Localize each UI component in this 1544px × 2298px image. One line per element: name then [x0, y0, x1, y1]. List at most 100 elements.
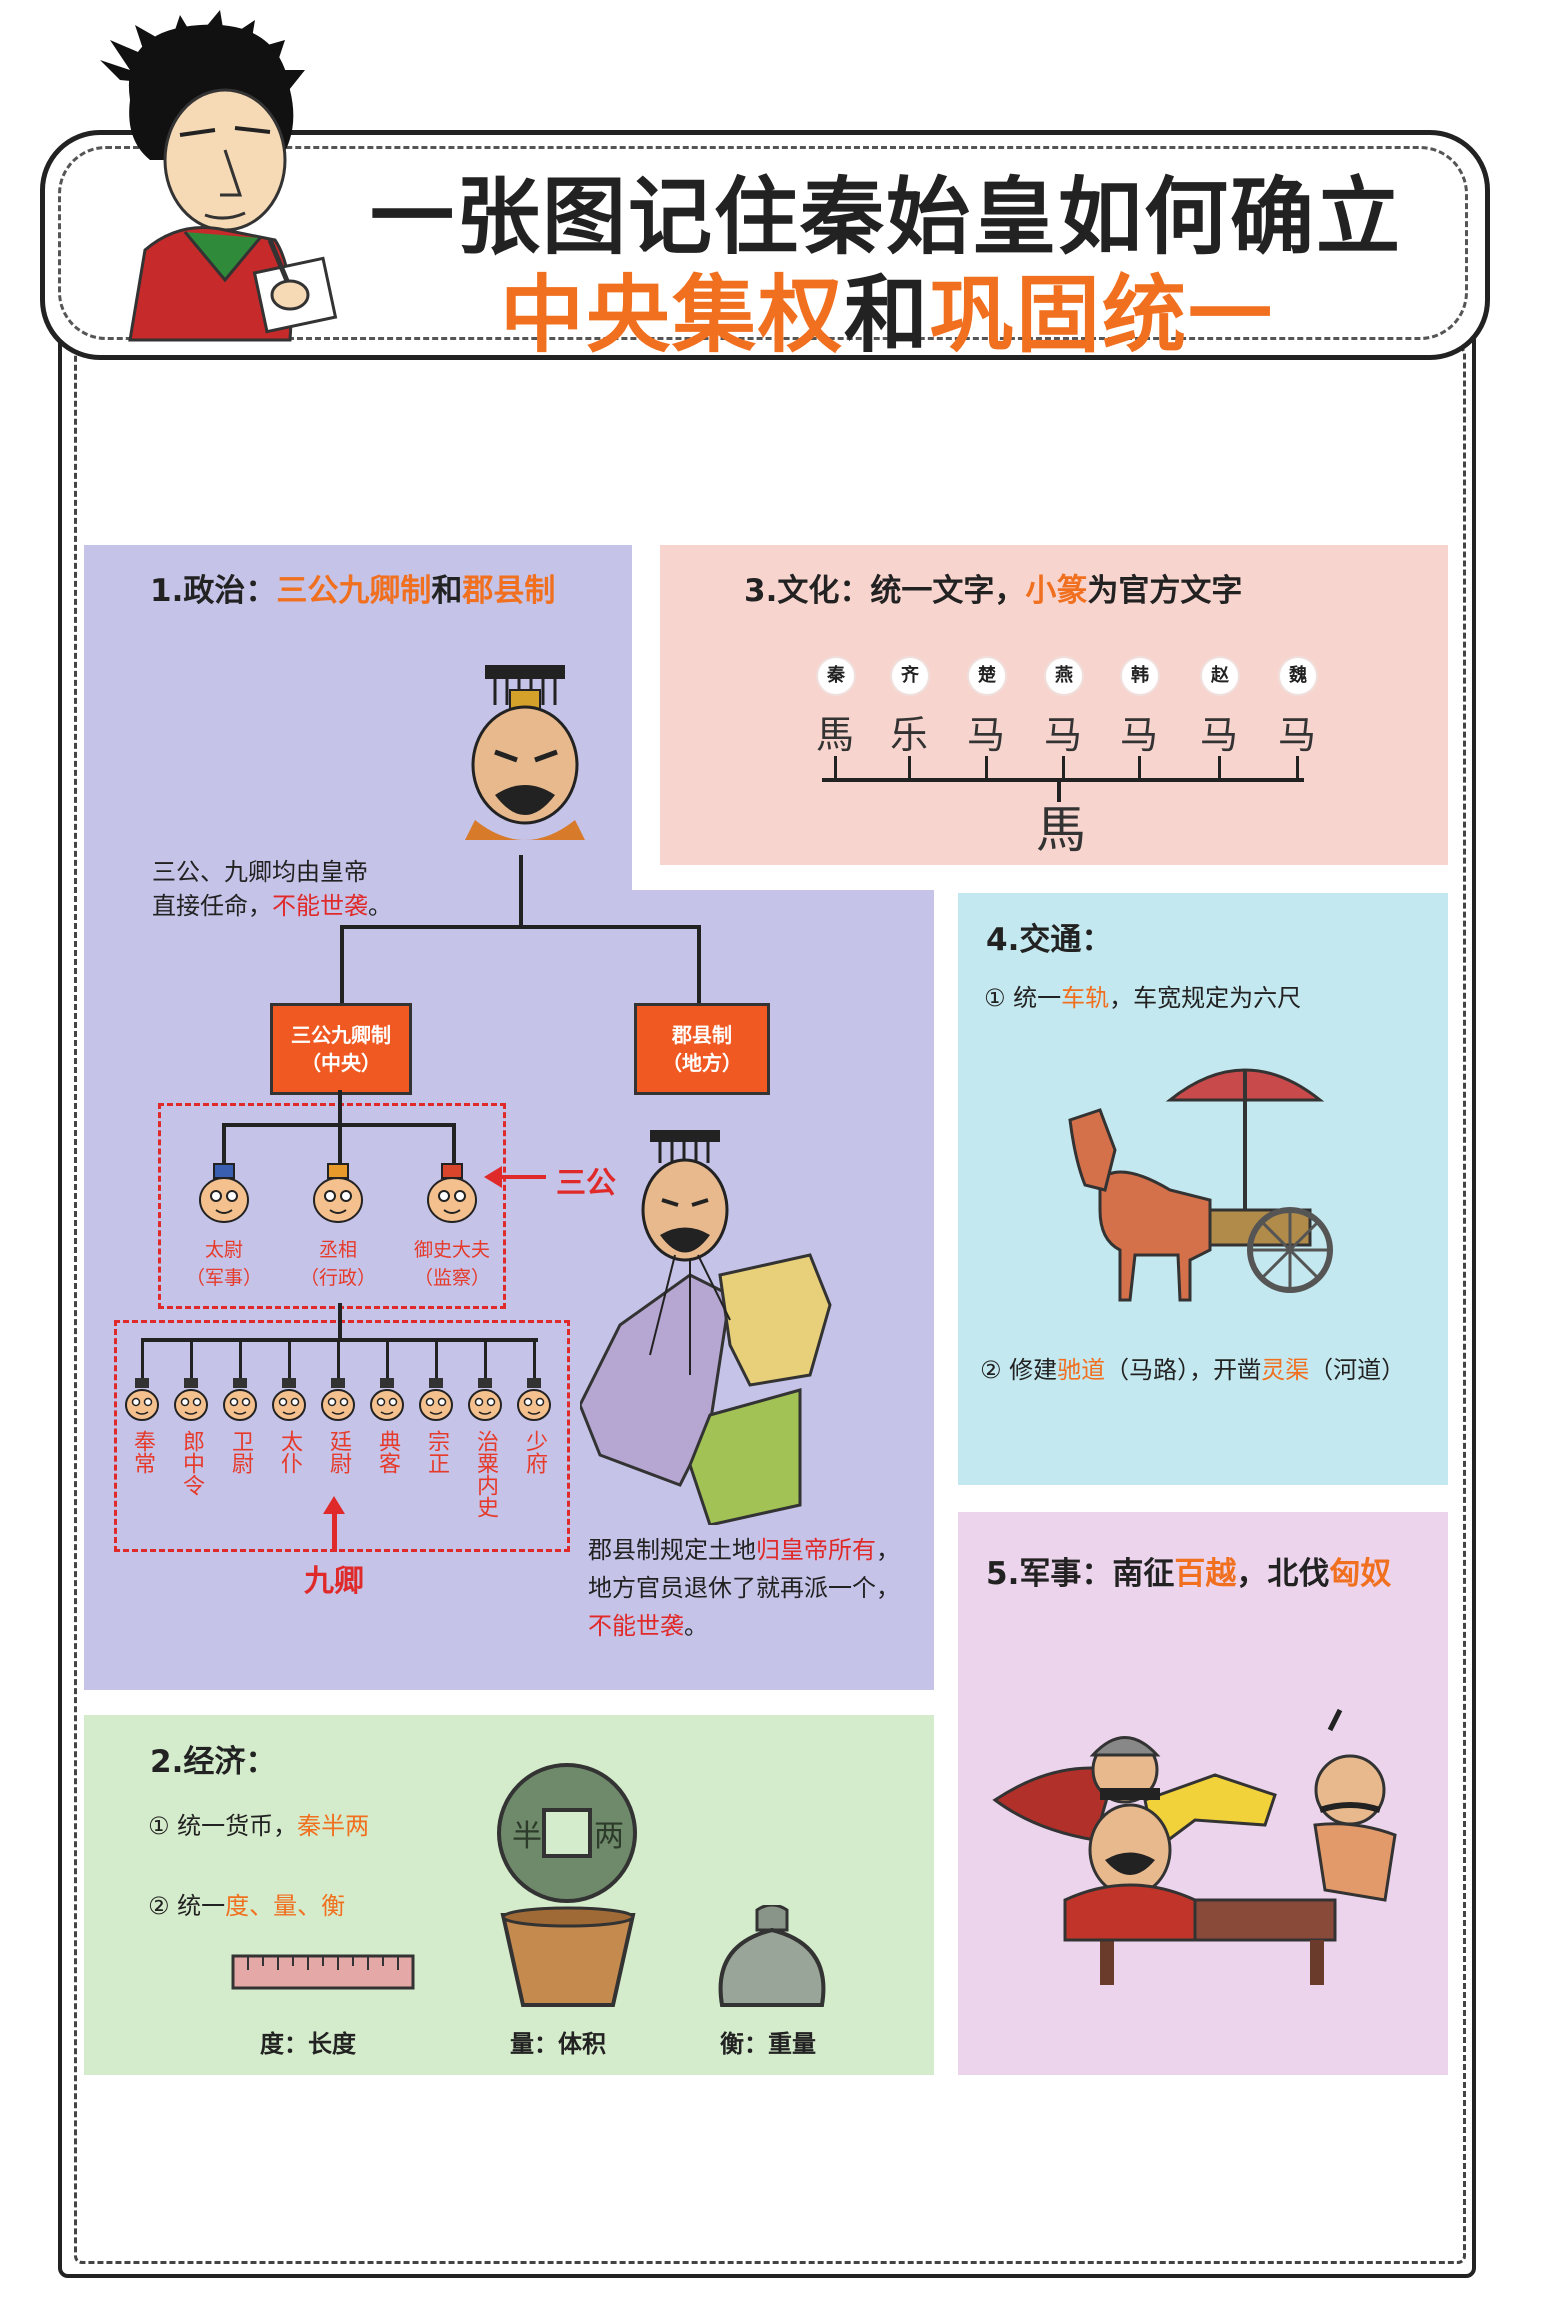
jiuqing-label: 廷尉 — [326, 1430, 351, 1474]
official-face-jiuqing — [321, 1378, 355, 1421]
culture-line — [1138, 756, 1141, 780]
ruler-illustration — [231, 1954, 415, 1990]
state-badge: 燕 — [1046, 658, 1082, 694]
jiuqing-label: 少府 — [522, 1430, 547, 1474]
commandery-text-line2: 地方官员退休了就再派一个， — [588, 1574, 900, 1602]
jiuqing-label: 卫尉 — [228, 1430, 253, 1474]
official-face-jiuqing — [370, 1378, 404, 1421]
title-line-1: 一张图记住秦始皇如何确立 — [370, 168, 1403, 266]
unified-glyph: 馬 — [1036, 801, 1086, 859]
state-badge: 齐 — [892, 658, 928, 694]
tree-line — [338, 1123, 342, 1165]
state-glyph: 马 — [967, 713, 1006, 757]
coin-char-liang: 两 — [594, 1819, 624, 1854]
culture-line — [1062, 756, 1065, 780]
official-face-jiuqing — [125, 1378, 159, 1421]
jiuqing-label: 郎中令 — [179, 1430, 204, 1496]
official-face-chengxiang — [313, 1163, 363, 1223]
chariot-illustration — [1068, 1068, 1333, 1302]
sangong-callout: 三公 — [556, 1166, 616, 1201]
tree-line — [435, 1338, 438, 1380]
state-badge: 魏 — [1280, 658, 1316, 694]
tree-line — [340, 925, 700, 929]
arrow-left-icon — [484, 1166, 502, 1188]
politics-note-line2: 直接任命，不能世袭。 — [152, 892, 392, 920]
official-face-jiuqing — [517, 1378, 551, 1421]
commandery-text-line1: 郡县制规定土地归皇帝所有， — [588, 1536, 900, 1564]
measure-bowl-illustration — [500, 1906, 636, 2007]
official-face-yushidafu — [427, 1163, 477, 1223]
jiuqing-label: 典客 — [375, 1430, 400, 1474]
state-glyph: 马 — [1120, 713, 1159, 757]
culture-line — [834, 756, 837, 780]
sangong-label-yushidafu: 御史大夫（监察） — [413, 1239, 490, 1289]
sangong-group — [158, 1103, 506, 1309]
jiuqing-group — [114, 1320, 570, 1552]
culture-line — [822, 778, 1304, 782]
culture-panel — [660, 545, 1448, 865]
caption-length: 度：长度 — [260, 2030, 356, 2058]
emperor-illustration — [465, 665, 585, 840]
military-heading: 5.军事：南征百越，北伐匈奴 — [986, 1556, 1392, 1592]
commandery-text-line3: 不能世袭。 — [588, 1612, 708, 1640]
title-highlight-2: 巩固统一 — [930, 266, 1275, 364]
jiuqing-arrow — [332, 1508, 337, 1552]
state-badge: 赵 — [1202, 658, 1238, 694]
economy-item-1: ① 统一货币，秦半两 — [148, 1812, 370, 1840]
state-glyph: 马 — [1200, 713, 1239, 757]
official-face-jiuqing — [272, 1378, 306, 1421]
tree-line — [338, 1303, 342, 1341]
economy-item-2: ② 统一度、量、衡 — [148, 1892, 346, 1920]
tree-line — [452, 1123, 456, 1165]
state-glyph: 马 — [1044, 713, 1083, 757]
tree-line — [484, 1338, 487, 1380]
banliang-coin-illustration: 半 两 — [497, 1763, 637, 1903]
commandery-map-illustration — [580, 1130, 832, 1525]
tree-line — [337, 1338, 340, 1380]
tree-line — [340, 925, 344, 1005]
politics-heading: 1.政治：三公九卿制和郡县制 — [150, 573, 556, 609]
tree-line — [222, 1123, 226, 1165]
tree-line — [519, 855, 523, 927]
state-glyph: 乐 — [890, 713, 929, 757]
tree-line — [141, 1338, 144, 1380]
student-illustration — [100, 10, 338, 342]
jiuqing-label: 奉常 — [130, 1430, 155, 1474]
culture-line — [908, 756, 911, 780]
state-badge: 秦 — [818, 658, 854, 694]
weight-illustration — [718, 1905, 826, 2007]
state-badge: 楚 — [969, 658, 1005, 694]
transport-item-2: ② 修建驰道（马路），开凿灵渠（河道） — [980, 1356, 1406, 1384]
jiuqing-label: 太仆 — [277, 1430, 302, 1474]
transport-item-1: ① 统一车轨，车宽规定为六尺 — [984, 984, 1302, 1012]
official-face-jiuqing — [468, 1378, 502, 1421]
coin-char-ban: 半 — [512, 1819, 542, 1854]
state-badge: 韩 — [1122, 658, 1158, 694]
state-glyph: 馬 — [816, 713, 855, 757]
caption-weight: 衡：重量 — [720, 2030, 816, 2058]
official-face-jiuqing — [223, 1378, 257, 1421]
title-line-2: 中央集权和巩固统一 — [500, 248, 1320, 369]
arrow-up-icon — [323, 1496, 345, 1514]
culture-line — [985, 756, 988, 780]
tree-line — [338, 1090, 342, 1125]
jiuqing-label: 治粟内史 — [473, 1430, 498, 1518]
state-glyph: 马 — [1278, 713, 1317, 757]
tree-line — [697, 925, 701, 1005]
sangong-arrow — [488, 1175, 546, 1179]
tree-line — [288, 1338, 291, 1380]
economy-panel — [84, 1715, 934, 2075]
tree-line — [533, 1338, 536, 1380]
local-system-box: 郡县制（地方） — [634, 1003, 770, 1095]
jiuqing-callout: 九卿 — [304, 1564, 364, 1599]
politics-note-line1: 三公、九卿均由皇帝 — [152, 858, 368, 886]
transport-heading: 4.交通： — [986, 922, 1113, 958]
sangong-label-chengxiang: 丞相（行政） — [299, 1239, 376, 1289]
tree-line — [190, 1338, 193, 1380]
tree-line — [239, 1338, 242, 1380]
culture-heading: 3.文化：统一文字，小篆为官方文字 — [744, 573, 1243, 609]
tree-line — [386, 1338, 389, 1380]
central-system-box: 三公九卿制（中央） — [270, 1003, 412, 1095]
official-face-jiuqing — [419, 1378, 453, 1421]
economy-heading: 2.经济： — [150, 1744, 277, 1780]
